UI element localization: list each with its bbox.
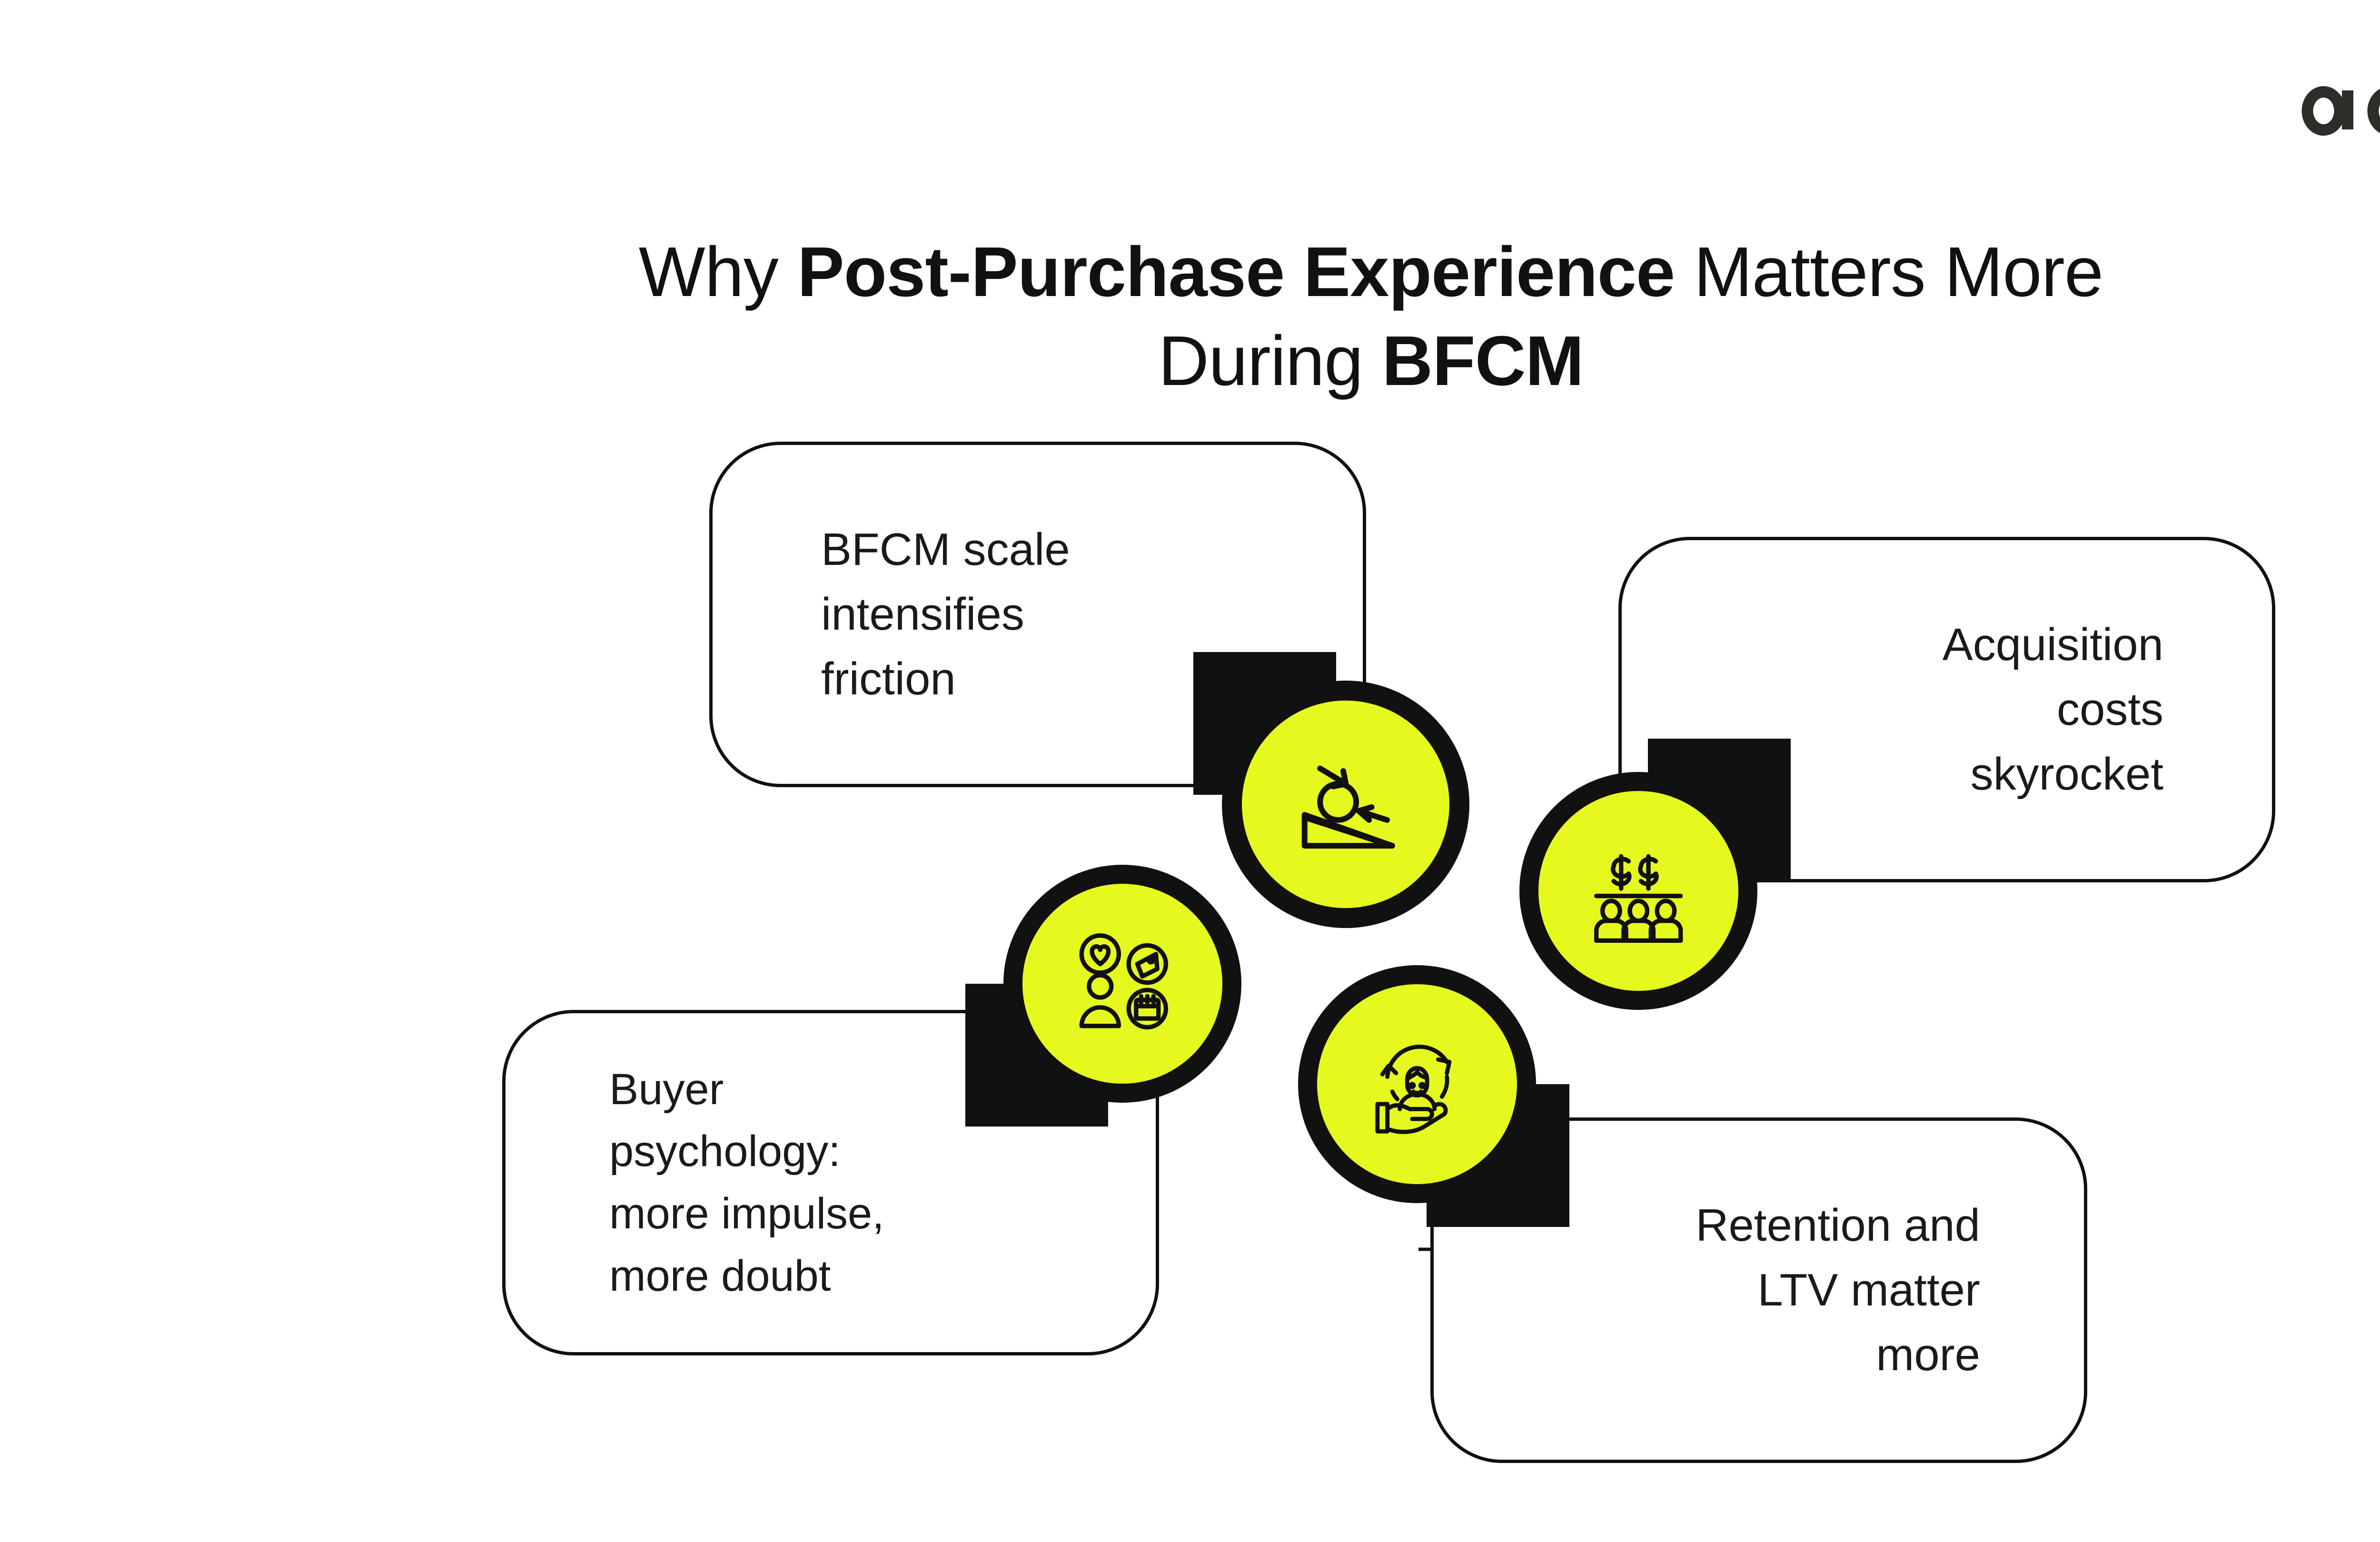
node-acquisition-cost-disc bbox=[1538, 791, 1738, 991]
card-acquisition-costs-text: Acquisition costs skyrocket bbox=[1942, 619, 2163, 800]
node-friction-disc bbox=[1241, 700, 1450, 909]
buyer-profile-badges-icon bbox=[1079, 933, 1168, 1029]
card-bfcm-scale-text: BFCM scale intensifies friction bbox=[821, 524, 1070, 705]
card-retention-ltv-text: Retention and LTV matter more bbox=[1696, 1199, 1980, 1381]
title-line1-suffix: Matters More bbox=[1675, 233, 2103, 312]
node-buyer-psychology-ring bbox=[1003, 865, 1241, 1103]
title-line2-prefix: During bbox=[1158, 321, 1382, 400]
node-retention-disc bbox=[1317, 984, 1517, 1184]
hand-holding-customer-retention-icon bbox=[1375, 1044, 1452, 1134]
node-friction-ring bbox=[1222, 681, 1469, 928]
node-buyer-psychology[interactable] bbox=[965, 865, 1241, 1127]
node-acquisition-cost-ring bbox=[1519, 772, 1757, 1010]
title-line2-bold: BFCM bbox=[1382, 321, 1584, 400]
card-buyer-psychology-text: Buyer psychology: more impulse, more dou… bbox=[609, 1065, 884, 1300]
page-title: Why Post-Purchase Experience Matters Mor… bbox=[0, 228, 2380, 405]
brand-logo: EDITOR bbox=[2294, 57, 2380, 167]
card-acquisition-costs[interactable]: Acquisition costs skyrocket bbox=[1618, 537, 2275, 882]
title-line1-bold: Post-Purchase Experience bbox=[797, 233, 1675, 312]
node-retention-ring bbox=[1298, 965, 1536, 1203]
title-line1-prefix: Why bbox=[638, 233, 797, 312]
dollar-customers-cost-icon bbox=[1594, 854, 1683, 943]
node-buyer-psychology-disc bbox=[1022, 884, 1222, 1084]
node-friction[interactable] bbox=[1193, 652, 1469, 928]
node-retention[interactable] bbox=[1298, 965, 1569, 1227]
card-buyer-psychology[interactable]: Buyer psychology: more impulse, more dou… bbox=[502, 1010, 1159, 1355]
node-acquisition-cost[interactable] bbox=[1519, 739, 1791, 1010]
ball-on-ramp-friction-icon bbox=[1301, 765, 1395, 849]
